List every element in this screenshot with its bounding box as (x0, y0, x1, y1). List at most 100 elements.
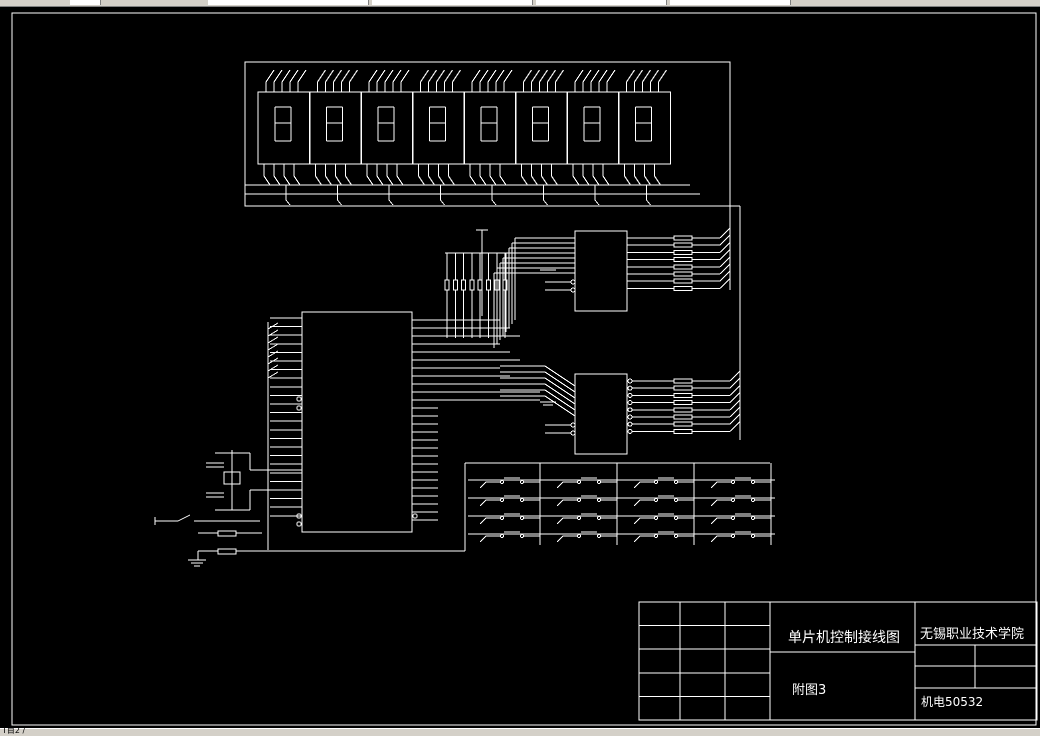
display-bottom-lead (572, 175, 580, 186)
display-bottom-lead (293, 175, 301, 186)
driver-output-slant (719, 249, 731, 260)
class-code: 机电50532 (921, 695, 984, 709)
display-top-lead (376, 69, 386, 83)
driver-resistor (673, 242, 693, 248)
linetype-dropdown[interactable] (372, 0, 533, 5)
key-contact (520, 480, 524, 484)
display-top-lead (606, 69, 616, 83)
mcu-pin-slant (267, 357, 279, 365)
driver-output-slant (719, 234, 731, 246)
pin-bubble (570, 287, 576, 293)
driver-input (544, 395, 576, 417)
driver-resistor (673, 285, 693, 291)
key-lead (479, 535, 487, 543)
key-lead (479, 481, 487, 489)
digit-select-lead (337, 199, 342, 206)
driver-input (544, 365, 576, 387)
plotstyle-dropdown[interactable] (670, 0, 791, 5)
digit-select-lead (594, 199, 600, 206)
key-contact (577, 480, 581, 484)
driver-output-slant (729, 413, 741, 425)
key-contact (520, 534, 524, 538)
display-top-lead (420, 69, 429, 83)
display-bottom-lead (335, 175, 342, 186)
display-bottom-lead (376, 175, 384, 186)
display-top-lead (471, 69, 481, 83)
display-top-lead (333, 69, 342, 83)
driver-output-slant (719, 227, 731, 239)
key-contact (674, 534, 678, 538)
digit-select-lead (491, 199, 497, 206)
display-bottom-lead (541, 175, 548, 186)
key-contact (751, 534, 755, 538)
pin-bubble (570, 279, 576, 285)
seven-segment-digit (463, 91, 517, 165)
driver-chip-lower (574, 373, 628, 455)
pullup-resistor (486, 279, 491, 291)
key-contact (520, 498, 524, 502)
display-bottom-lead (521, 175, 528, 186)
display-bottom-lead (634, 175, 641, 186)
seven-segment-digit (360, 91, 414, 165)
toolbar-button[interactable] (70, 0, 101, 5)
key-contact (731, 480, 735, 484)
digit-select-lead (285, 199, 291, 206)
display-top-lead (495, 69, 505, 83)
display-bottom-lead (366, 175, 374, 186)
driver-chip-upper (574, 230, 628, 312)
digit-select-lead (646, 199, 651, 206)
key-contact (500, 480, 504, 484)
display-top-lead (273, 69, 283, 83)
pin-bubble (570, 430, 576, 436)
drawing-border (11, 12, 1037, 726)
toolbar-strip (0, 0, 1040, 7)
driver-output-slant (719, 242, 731, 253)
display-bottom-lead (469, 175, 477, 186)
driver-output-slant (729, 399, 741, 411)
display-top-lead (642, 69, 651, 83)
title-block (638, 601, 1038, 721)
display-top-lead (503, 69, 513, 83)
display-top-lead (384, 69, 394, 83)
lineweight-dropdown[interactable] (536, 0, 667, 5)
mcu-pin-slant (267, 336, 279, 344)
mcu-pin-slant (267, 371, 279, 379)
driver-resistor (673, 264, 693, 270)
driver-resistor (673, 392, 693, 398)
crystal (223, 471, 241, 485)
key-contact (520, 516, 524, 520)
display-bottom-lead (602, 175, 610, 186)
driver-output-slant (719, 278, 731, 289)
key-lead (710, 481, 718, 489)
driver-output-slant (719, 263, 731, 275)
status-text: T目2 / (2, 726, 26, 735)
display-top-lead (658, 69, 667, 83)
driver-output-slant (729, 385, 741, 396)
display-bottom-lead (345, 175, 352, 186)
drawing-title: 单片机控制接线图 (788, 630, 900, 646)
key-lead (479, 499, 487, 507)
layer-dropdown[interactable] (208, 0, 369, 5)
display-top-lead (487, 69, 497, 83)
pullup-resistor (452, 279, 458, 291)
display-bottom-lead (654, 175, 661, 186)
display-bottom-lead (438, 175, 445, 186)
key-lead (556, 499, 564, 507)
key-lead (633, 535, 641, 543)
driver-pin-bubble (627, 414, 633, 420)
mcu-pin-slant (267, 343, 279, 351)
drawing-canvas[interactable]: 单片机控制接线图 无锡职业技术学院 附图3 机电50532 (0, 7, 1040, 728)
reset-resistor (217, 548, 237, 555)
pullup-resistor (444, 279, 450, 291)
display-top-lead (436, 69, 445, 83)
key-contact (654, 498, 658, 502)
driver-pin-bubble (627, 428, 633, 434)
seven-segment-digit (515, 91, 568, 165)
key-contact (597, 534, 601, 538)
key-lead (633, 517, 641, 525)
reset-resistor (217, 530, 237, 537)
digit-select-lead (388, 199, 394, 206)
display-bottom-lead (448, 175, 455, 186)
display-top-lead (317, 69, 326, 83)
display-bottom-lead (263, 175, 271, 186)
